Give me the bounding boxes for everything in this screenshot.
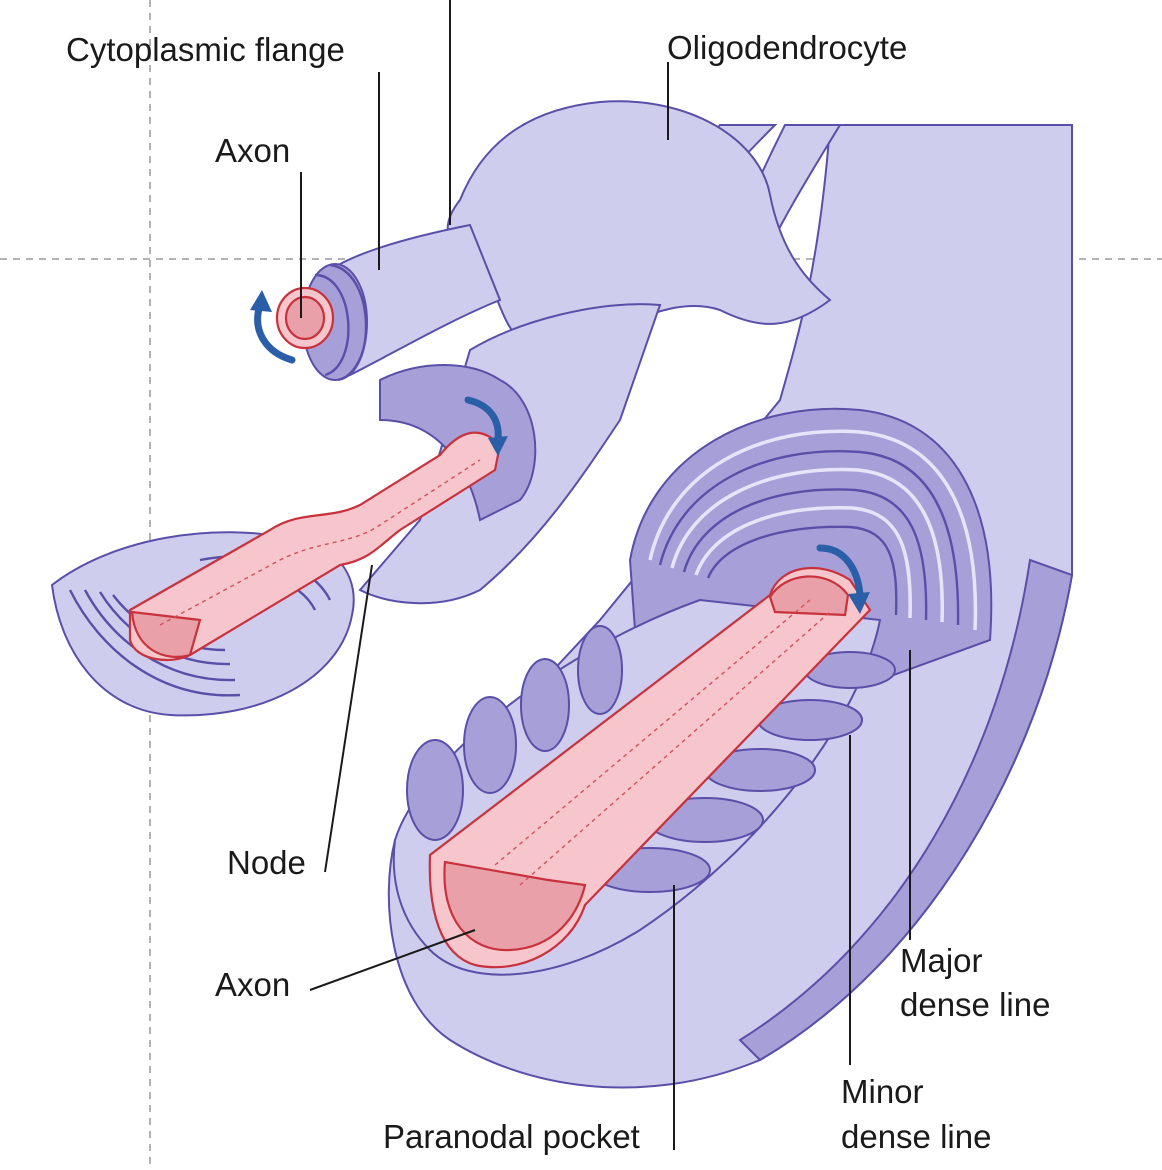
rotation-arrow-middle (464, 396, 502, 444)
axon-large-end (768, 575, 850, 617)
label-major-dense-line-1: Major (900, 942, 983, 979)
label-node: Node (227, 844, 306, 881)
label-axon-bottom: Axon (215, 966, 290, 1003)
rotation-arrow-lower (816, 544, 864, 599)
axon-top-face (284, 295, 326, 341)
axon-node-midline (159, 459, 481, 626)
axon-left-face (130, 610, 202, 658)
flange-lamella (314, 273, 350, 377)
leader-lines (300, 0, 911, 1150)
sheath-edge (738, 558, 1074, 1062)
rotation-arrowhead-lower (848, 592, 870, 614)
rotation-arrowhead-middle (488, 436, 508, 456)
label-axon-top: Axon (215, 132, 290, 169)
label-major-dense-line-2: dense line (900, 986, 1050, 1023)
axon-large-face (443, 860, 587, 952)
label-minor-dense-line-1: Minor (841, 1073, 924, 1110)
label-paranodal-pocket: Paranodal pocket (383, 1118, 640, 1155)
label-cytoplasmic-flange: Cytoplasmic flange (66, 31, 345, 68)
paranodal-pockets (406, 625, 896, 893)
cytoplasmic-flange-tube (328, 223, 502, 377)
label-minor-dense-line-2: dense line (841, 1118, 991, 1155)
oligodendrocyte-cell-body (446, 100, 832, 354)
label-oligodendrocyte: Oligodendrocyte (667, 29, 907, 66)
rotation-arrowhead-top (250, 290, 272, 312)
flange-lamella-2 (329, 263, 368, 382)
rotation-arrow-top (254, 301, 296, 364)
axon-large-midline-2 (519, 611, 831, 886)
